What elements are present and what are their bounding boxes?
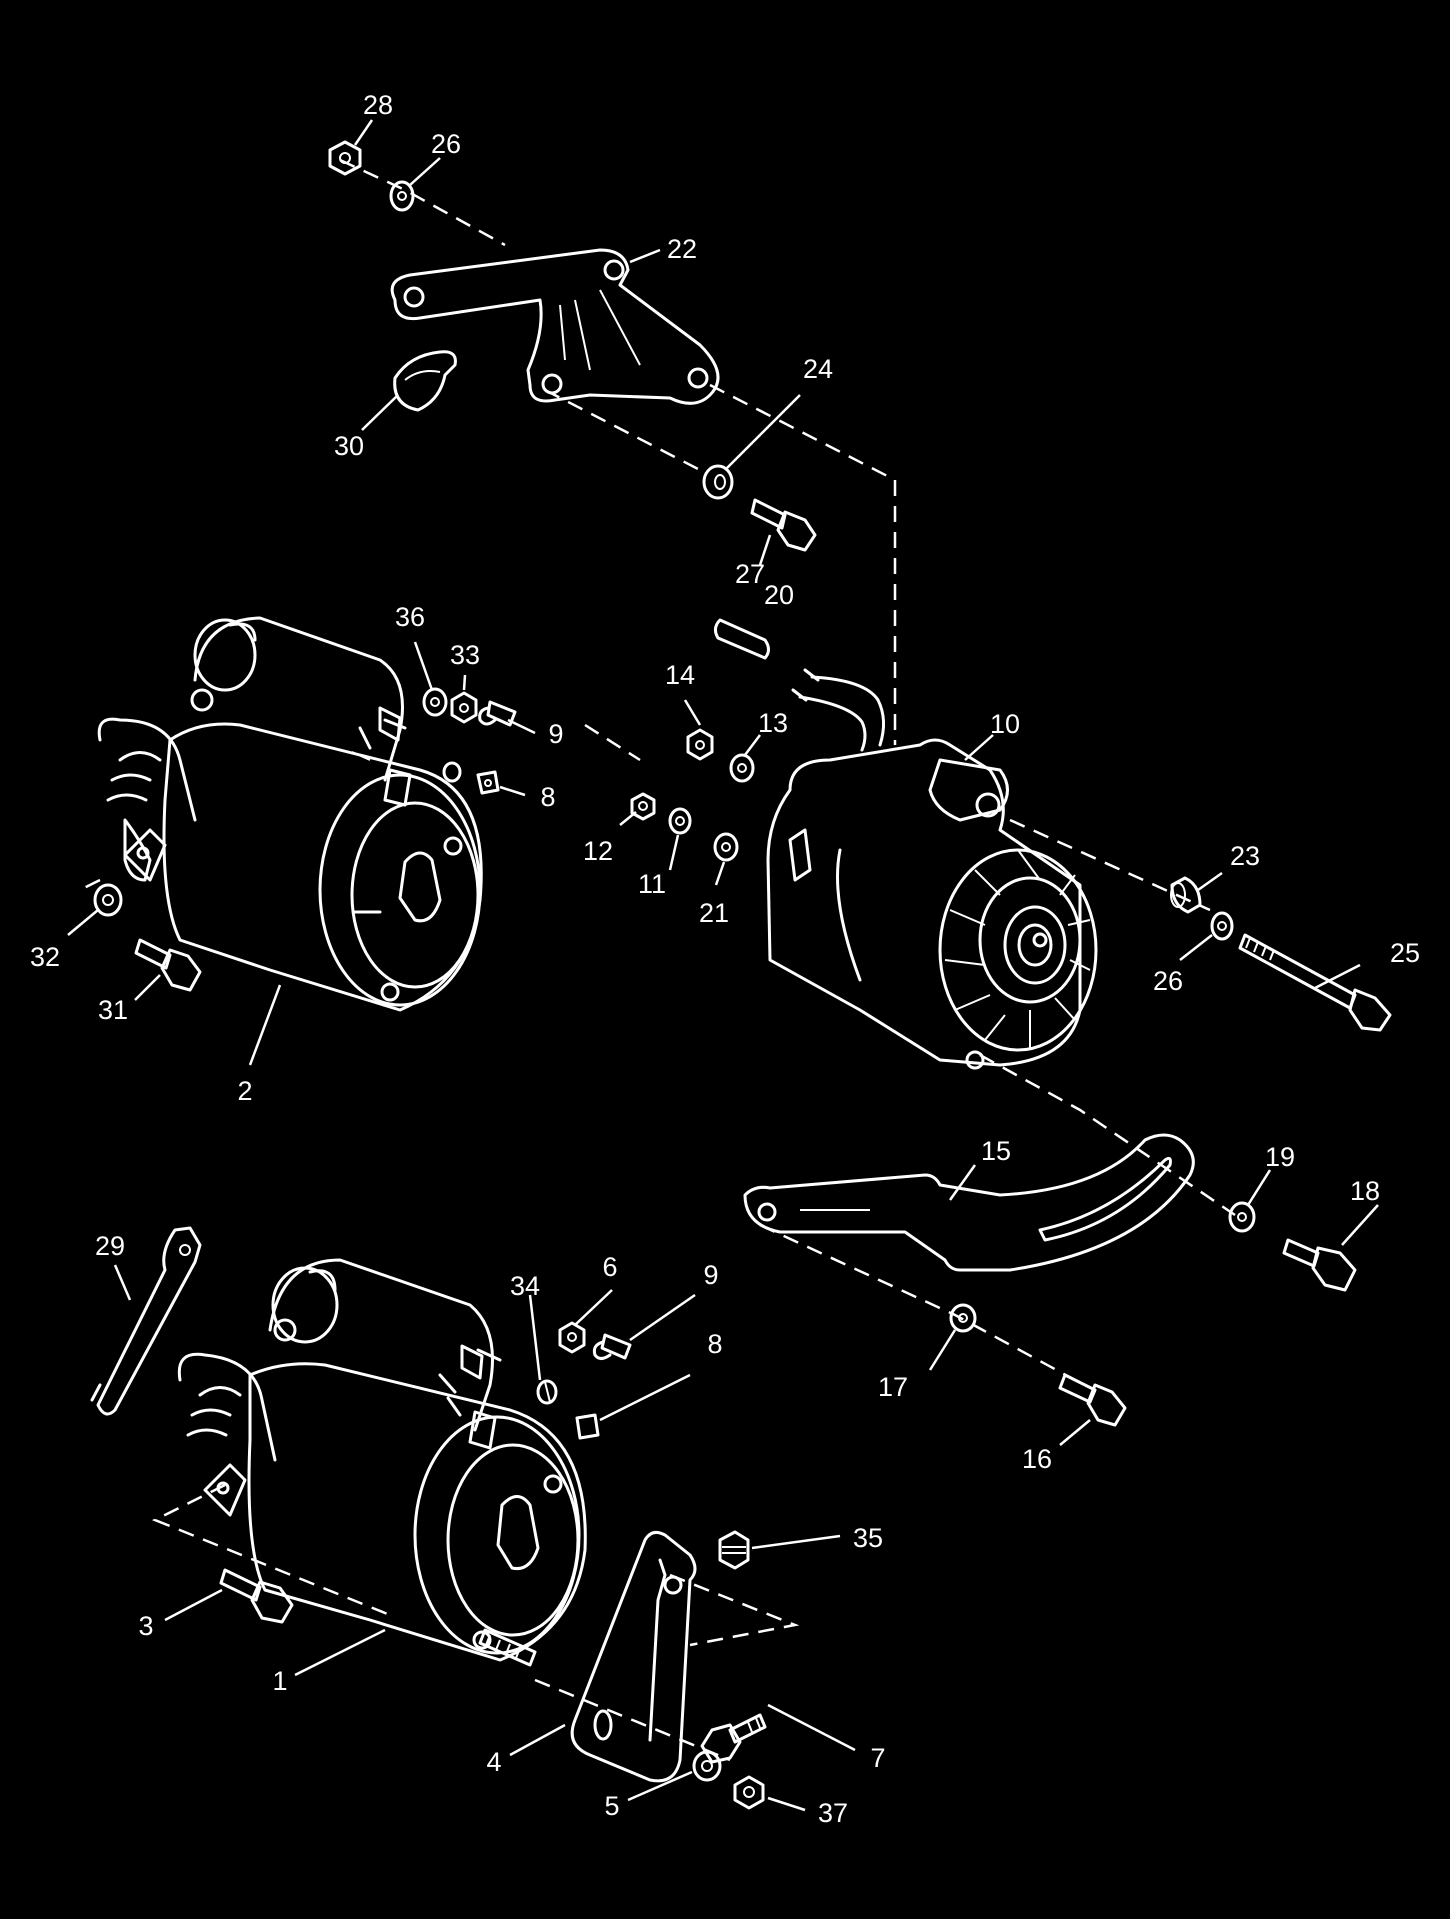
- starter-motor-2: [97, 616, 483, 1012]
- callout-31: 31: [98, 995, 128, 1025]
- bolt-25: [1238, 933, 1392, 1032]
- nut-12: [630, 792, 656, 821]
- callout-32: 32: [30, 942, 60, 972]
- bolt-31: [134, 938, 202, 992]
- callout-21: 21: [699, 898, 729, 928]
- bolt-7: [700, 1713, 767, 1764]
- nut-28: [328, 140, 362, 176]
- callout-25: 25: [1390, 938, 1420, 968]
- assembly-lines: [79, 158, 1236, 1762]
- callout-17: 17: [878, 1372, 908, 1402]
- shim-29: [90, 1226, 202, 1416]
- bolt-16: [1058, 1373, 1127, 1427]
- callout-18: 18: [1350, 1176, 1380, 1206]
- alternator-10: [766, 668, 1098, 1070]
- callout-9-lower: 9: [703, 1260, 718, 1290]
- callout-26: 26: [431, 129, 461, 159]
- callout-29: 29: [95, 1231, 125, 1261]
- callout-8: 8: [540, 782, 555, 812]
- washer-19: [1228, 1201, 1256, 1233]
- callout-23: 23: [1230, 841, 1260, 871]
- callout-13: 13: [758, 708, 788, 738]
- callout-22: 22: [667, 234, 697, 264]
- washer-17: [949, 1303, 977, 1333]
- callout-24: 24: [803, 354, 833, 384]
- callout-3: 3: [138, 1611, 153, 1641]
- clamp-30: [393, 350, 457, 412]
- callout-37: 37: [818, 1798, 848, 1828]
- callout-14: 14: [665, 660, 695, 690]
- callout-28: 28: [363, 90, 393, 120]
- rear-bracket-4: [570, 1530, 697, 1783]
- terminal-9-upper: [478, 700, 517, 727]
- callout-11: 11: [638, 869, 666, 899]
- stud-35: [718, 1530, 750, 1570]
- nut-33: [450, 691, 478, 724]
- callout-19: 19: [1265, 1142, 1295, 1172]
- callout-20: 20: [764, 580, 794, 610]
- nut-37: [733, 1775, 765, 1810]
- nut-6: [558, 1321, 586, 1354]
- washer-5: [692, 1750, 722, 1782]
- spacer-23: [1170, 876, 1202, 914]
- callout-15: 15: [981, 1136, 1011, 1166]
- bolt-27: [750, 498, 817, 552]
- callout-1: 1: [272, 1666, 287, 1696]
- callout-30: 30: [334, 431, 364, 461]
- callout-8-lower: 8: [707, 1329, 722, 1359]
- adjusting-bracket-15: [743, 1133, 1195, 1272]
- callout-4: 4: [486, 1747, 501, 1777]
- bolt-18: [1282, 1238, 1357, 1292]
- callout-6: 6: [602, 1252, 617, 1282]
- washer-24: [702, 464, 734, 500]
- nut-small-upper: [442, 761, 462, 783]
- bolt-3: [219, 1568, 294, 1624]
- starter-motor-1: [177, 1258, 587, 1667]
- callout-35: 35: [853, 1523, 883, 1553]
- washer-36: [422, 687, 448, 717]
- square-nut-8-upper: [476, 770, 500, 795]
- leader-lines: [67, 119, 1379, 1812]
- nut-14: [686, 728, 714, 761]
- callout-34: 34: [510, 1271, 540, 1301]
- callout-36: 36: [395, 602, 425, 632]
- washer-26-upper: [389, 180, 415, 212]
- square-nut-8-lower: [575, 1413, 600, 1440]
- washer-11: [668, 807, 692, 835]
- callout-7: 7: [870, 1743, 885, 1773]
- lockwasher-34: [536, 1379, 558, 1405]
- callout-9: 9: [548, 719, 563, 749]
- callout-12: 12: [583, 836, 613, 866]
- callout-2: 2: [237, 1076, 252, 1106]
- upper-bracket: [390, 248, 720, 405]
- callout-16: 16: [1022, 1444, 1052, 1474]
- callout-26-lower: 26: [1153, 966, 1183, 996]
- callout-27: 27: [735, 559, 765, 589]
- callout-10: 10: [990, 709, 1020, 739]
- washer-13: [729, 753, 755, 783]
- sleeve-20: [713, 618, 770, 660]
- callout-labels: 28 26 22 30 24 27 20 36 33 9 8 14 13 10 …: [30, 90, 1420, 1828]
- terminal-9-lower: [592, 1333, 632, 1360]
- callout-5: 5: [604, 1791, 619, 1821]
- washer-26-lower: [1210, 911, 1234, 941]
- washer-32: [93, 883, 123, 917]
- washer-21: [713, 832, 739, 862]
- callout-33: 33: [450, 640, 480, 670]
